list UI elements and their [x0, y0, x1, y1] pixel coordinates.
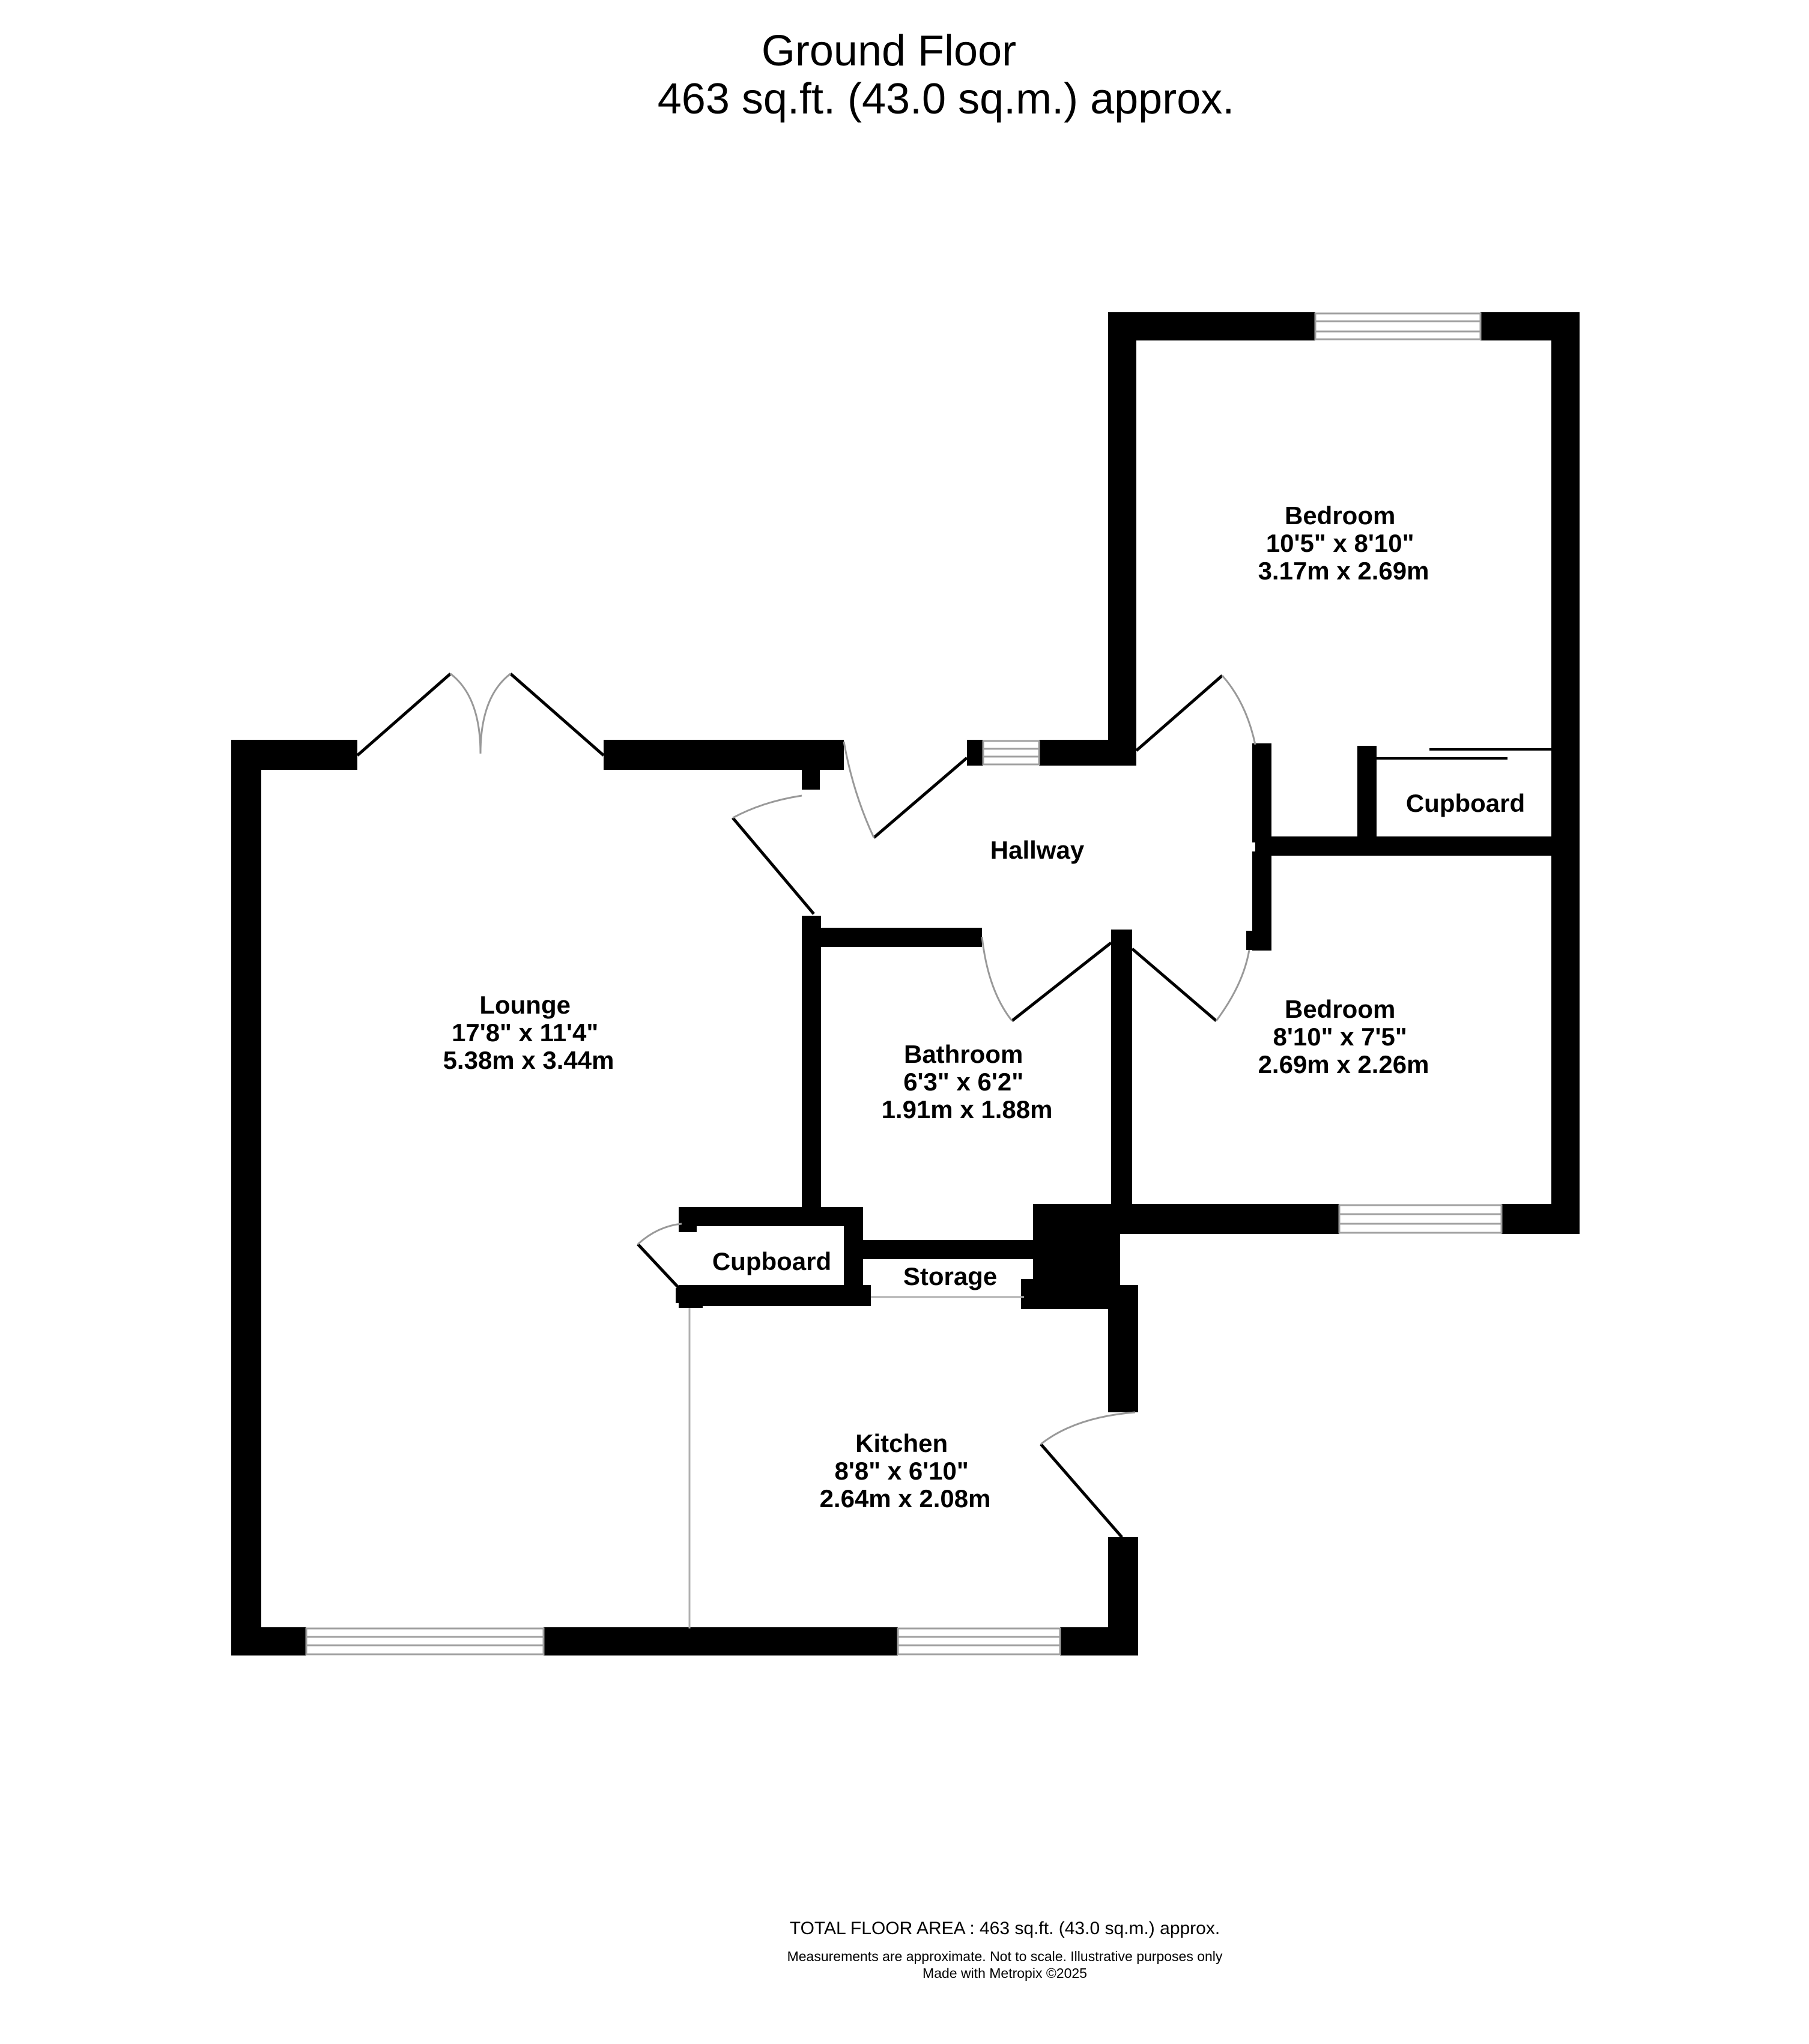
total-floor-area: TOTAL FLOOR AREA : 463 sq.ft. (43.0 sq.m… [789, 1919, 1220, 1938]
wall-hallway-right-lower-cap [1246, 931, 1271, 950]
door-lounge-french [356, 673, 605, 757]
wall-storage-bottom-left [679, 1285, 871, 1306]
disclaimer: Measurements are approximate. Not to sca… [787, 1949, 1223, 1964]
made-with: Made with Metropix ©2025 [923, 1965, 1087, 1981]
wall-bathroom-top-stub [1111, 930, 1132, 948]
wall-bottom-left [231, 1627, 306, 1655]
wall-bottom-middle [544, 1627, 898, 1655]
label-lounge: Lounge 17'8" x 11'4" 5.38m x 3.44m [443, 991, 614, 1074]
wall-cupboard2-right [844, 1207, 863, 1306]
door-cupboard-lounge [637, 1223, 683, 1292]
walls [231, 312, 1580, 1655]
room-labels: Bedroom 10'5" x 8'10" 3.17m x 2.69m Hall… [443, 501, 1526, 1513]
wall-bedroom1-top-left [1108, 312, 1315, 340]
window-lounge [305, 1627, 545, 1655]
wall-bathroom-top-left [802, 928, 982, 947]
wall-hallway-top-stub [967, 740, 983, 766]
header: Ground Floor 463 sq.ft. (43.0 sq.m.) app… [0, 24, 1809, 132]
doors [356, 673, 1551, 1538]
window-kitchen [897, 1627, 1061, 1655]
open-plan-dividers [688, 1296, 1024, 1628]
wall-lounge-right-stub2 [802, 763, 820, 790]
wall-bedroom2-top [1255, 836, 1580, 856]
wall-cupboard1-right [1551, 745, 1580, 856]
wall-storage-column-bottom [1021, 1279, 1081, 1309]
window-bedroom2 [1338, 1204, 1503, 1234]
door-bathroom [981, 936, 1112, 1022]
label-bedroom1: Bedroom 10'5" x 8'10" 3.17m x 2.69m [1258, 501, 1429, 585]
door-hallway-entrance [843, 741, 968, 839]
floor-area-subtitle: 463 sq.ft. (43.0 sq.m.) approx. [657, 75, 1235, 123]
wall-bathroom-left [802, 916, 821, 1217]
floor-title: Ground Floor [761, 27, 1017, 75]
wall-storage-top [862, 1240, 1033, 1259]
label-storage: Storage [903, 1262, 997, 1290]
door-cupboard-bedroom-sliding [1377, 748, 1551, 760]
window-bedroom1 [1314, 312, 1482, 340]
door-lounge-hallway [732, 794, 815, 915]
door-bedroom1 [1135, 674, 1256, 752]
windows [305, 312, 1503, 1655]
wall-hallway-top [1039, 740, 1136, 766]
wall-hallway-right-upper [1252, 743, 1271, 842]
label-kitchen: Kitchen 8'8" x 6'10" 2.64m x 2.08m [820, 1429, 991, 1513]
label-bedroom2: Bedroom 8'10" x 7'5" 2.69m x 2.26m [1258, 995, 1429, 1078]
label-bathroom: Bathroom 6'3" x 6'2" 1.91m x 1.88m [882, 1040, 1053, 1123]
window-hallway [982, 740, 1040, 766]
wall-cupboard1-left-cap [1357, 746, 1366, 753]
wall-bedroom1-left [1108, 312, 1136, 766]
wall-bathroom-right [1111, 930, 1132, 1213]
wall-kitchen-right-lower [1108, 1537, 1138, 1655]
footer: TOTAL FLOOR AREA : 463 sq.ft. (43.0 sq.m… [0, 1919, 1809, 1991]
door-bedroom2 [1131, 948, 1250, 1022]
door-kitchen-external [1040, 1411, 1136, 1538]
wall-bedroom2-bottom-right [1501, 1204, 1580, 1234]
wall-cupboard2-left-stub [676, 1288, 694, 1303]
label-cupboard-bedroom: Cupboard [1406, 789, 1525, 817]
wall-cupboard2-top [679, 1207, 862, 1226]
wall-cupboard2-top-cap [679, 1207, 697, 1232]
label-cupboard-lounge: Cupboard [712, 1247, 831, 1275]
wall-cupboard1-left [1357, 746, 1377, 856]
wall-lounge-left [231, 740, 261, 1655]
label-hallway: Hallway [990, 836, 1085, 864]
